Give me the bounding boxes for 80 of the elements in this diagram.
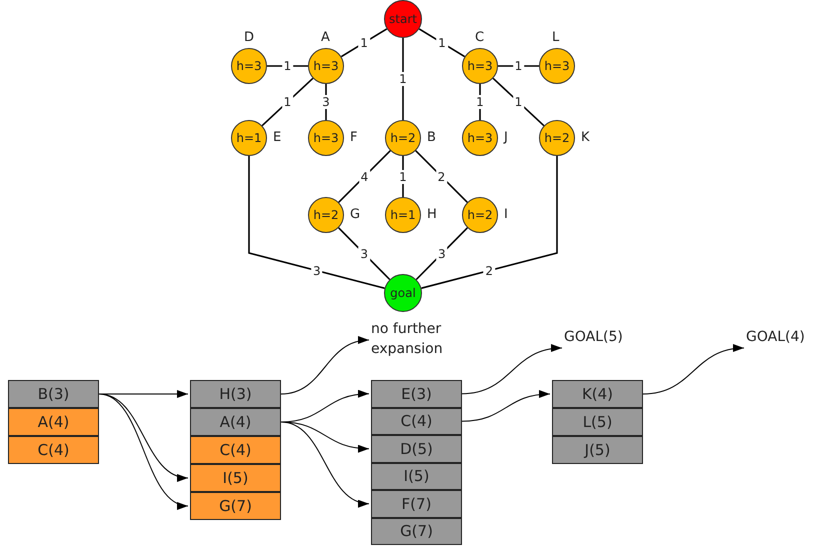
edge-label: 1 (436, 36, 448, 50)
edge-label: 3 (436, 246, 448, 261)
state-circle: h=3 (308, 48, 344, 84)
node-name: D (244, 30, 254, 45)
state-circle: start (384, 0, 422, 38)
node-name: J (504, 130, 508, 145)
state-circle: h=2 (385, 120, 421, 156)
edge-line (416, 227, 468, 280)
queue-entry: K(4) (552, 380, 643, 408)
queue-entry: D(5) (371, 435, 462, 462)
queue-entry: C(4) (371, 408, 462, 435)
edge-line (338, 150, 391, 203)
arrow (98, 394, 188, 508)
node-name: E (273, 130, 282, 145)
edge-label: 1 (358, 36, 370, 50)
queue-entry: J(5) (552, 436, 643, 464)
queue-entry: C(4) (190, 436, 281, 464)
node-name: H (427, 207, 437, 222)
state-circle: h=1 (231, 120, 267, 156)
node-name: F (350, 130, 358, 145)
edge-line (248, 156, 385, 289)
edge-line (498, 65, 539, 67)
arrow (280, 422, 370, 506)
node-name: K (581, 130, 590, 145)
state-circle: h=3 (308, 120, 344, 156)
edge-label: 1 (397, 72, 409, 86)
queue-entry: F(7) (371, 490, 462, 518)
edge-label: 1 (397, 170, 409, 184)
edge-label: 1 (282, 95, 294, 109)
node-name: C (475, 30, 484, 45)
queue-entry: B(3) (8, 380, 99, 408)
state-circle: h=2 (308, 197, 344, 233)
arrow (462, 344, 562, 394)
arrow (462, 390, 550, 422)
edge-label: 1 (282, 59, 294, 73)
edge-line (338, 227, 390, 280)
edge-label: 4 (358, 170, 370, 184)
state-circle: h=3 (462, 120, 498, 156)
node-name: A (321, 30, 330, 45)
state-circle: h=3 (462, 48, 498, 84)
queue-entry: I(5) (371, 462, 462, 490)
result-text: GOAL(5) (564, 327, 634, 347)
queue-entry: L(5) (552, 408, 643, 436)
edge-label: 1 (474, 95, 486, 109)
edge-line (418, 28, 466, 58)
state-circle: goal (384, 274, 422, 312)
edge-label: 3 (358, 246, 370, 261)
edge-label: 3 (310, 264, 323, 278)
node-name: B (427, 130, 436, 145)
edge-line (492, 78, 544, 126)
queue-entry: A(4) (190, 408, 281, 436)
queue-entry: E(3) (371, 380, 462, 408)
edge-line (262, 78, 314, 126)
queue-entry: G(7) (371, 518, 462, 545)
arrow (280, 337, 370, 394)
result-text: GOAL(4) (746, 327, 814, 347)
arrow (642, 344, 744, 394)
edge-label: 3 (320, 95, 332, 109)
edge-line (415, 150, 468, 203)
queue-entry: A(4) (8, 408, 99, 436)
edge-line (340, 28, 388, 58)
node-name: L (552, 30, 560, 45)
node-name: G (350, 207, 360, 222)
edge-label: 2 (483, 264, 495, 278)
result-text: no further expansion (371, 319, 461, 359)
state-circle: h=1 (385, 197, 421, 233)
edge-label: 1 (512, 95, 524, 109)
state-circle: h=3 (231, 48, 267, 84)
edge-label: 2 (436, 170, 448, 184)
edge-line (421, 156, 558, 289)
state-circle: h=2 (539, 120, 575, 156)
state-circle: h=3 (539, 48, 575, 84)
edge-line (267, 65, 308, 67)
edge-label: 1 (512, 59, 524, 73)
queue-entry: I(5) (190, 464, 281, 492)
node-name: I (504, 207, 508, 222)
state-circle: h=2 (462, 197, 498, 233)
queue-entry: G(7) (190, 492, 281, 520)
queue-entry: H(3) (190, 380, 281, 408)
queue-entry: C(4) (8, 436, 99, 464)
